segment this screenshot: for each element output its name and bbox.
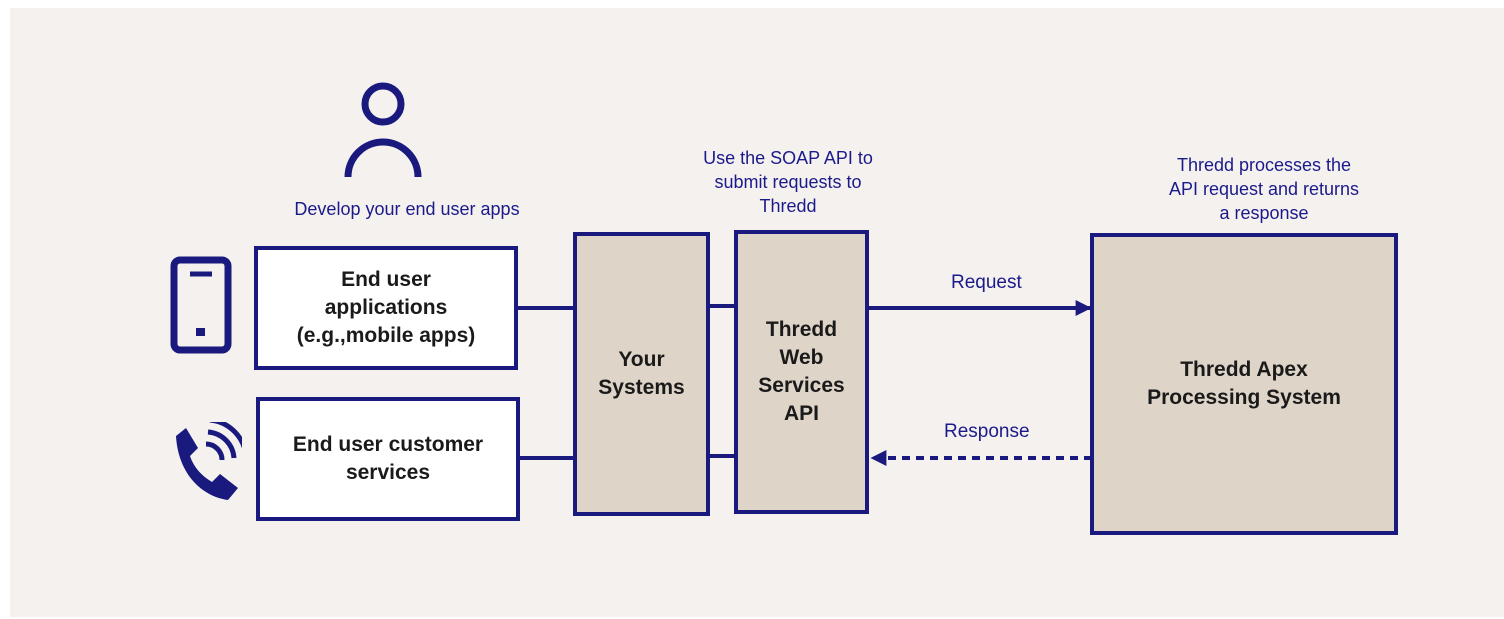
mobile-phone-icon bbox=[170, 256, 232, 354]
response-label: Response bbox=[944, 421, 1030, 442]
customer-services-label: End user customer services bbox=[292, 433, 484, 484]
apex-processing-box: Thredd Apex Processing System bbox=[1090, 233, 1398, 535]
soap-caption: Use the SOAP API to submit requests to T… bbox=[703, 148, 873, 216]
your-systems-box: Your Systems bbox=[573, 232, 710, 516]
web-services-api-label: Thredd Web Services API bbox=[758, 318, 845, 425]
apex-processing-label: Thredd Apex Processing System bbox=[1147, 358, 1341, 409]
processes-caption: Thredd processes the API request and ret… bbox=[1168, 155, 1360, 223]
end-user-apps-label: End user applications (e.g.,mobile apps) bbox=[296, 268, 476, 347]
request-label: Request bbox=[951, 272, 1022, 293]
customer-services-box: End user customer services bbox=[256, 397, 520, 521]
develop-caption: Develop your end user apps bbox=[294, 199, 520, 219]
web-services-api-box: Thredd Web Services API bbox=[734, 230, 869, 514]
phone-call-icon bbox=[176, 422, 242, 500]
your-systems-label: Your Systems bbox=[598, 348, 685, 399]
end-user-apps-box: End user applications (e.g.,mobile apps) bbox=[254, 246, 518, 370]
user-icon bbox=[344, 82, 422, 178]
